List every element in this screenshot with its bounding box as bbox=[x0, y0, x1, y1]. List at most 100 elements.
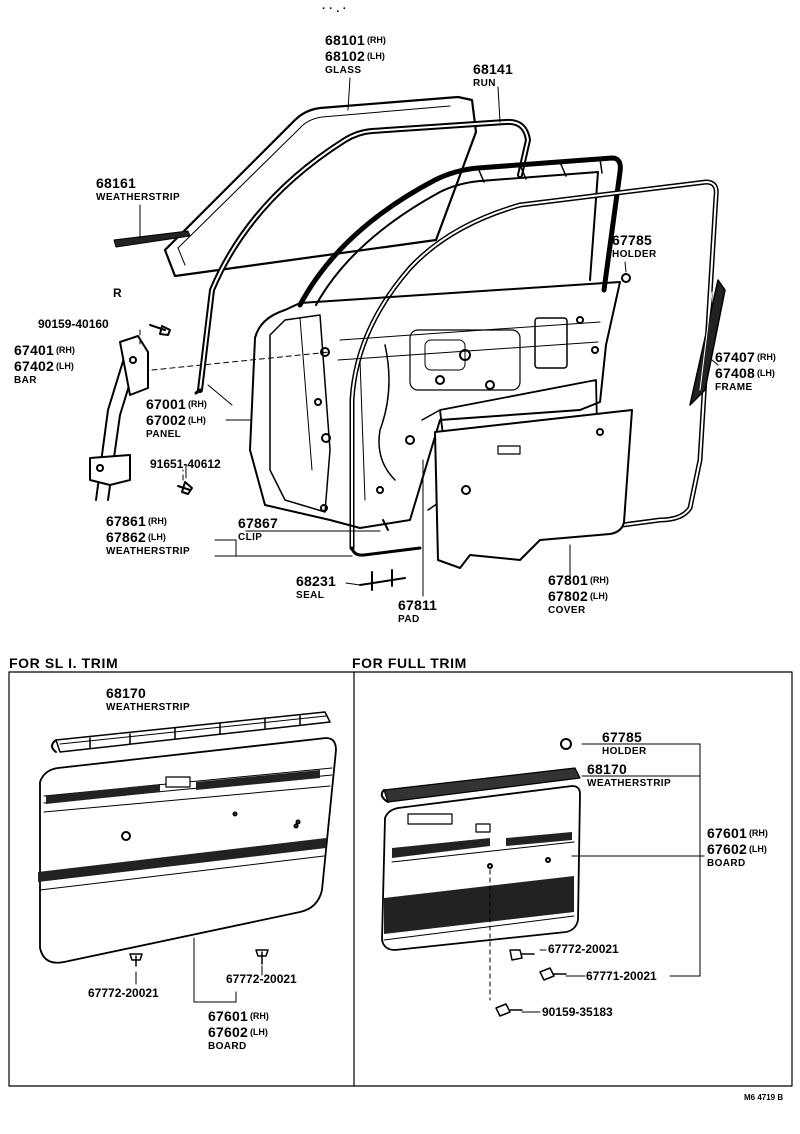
split-board-name: BOARD bbox=[208, 1041, 247, 1052]
seal-number: 68231 bbox=[296, 573, 336, 589]
top-edge-mark: · · . · bbox=[322, 3, 347, 15]
label-full-board: 67601(RH) 67602(LH) BOARD bbox=[707, 826, 768, 869]
frame-shape bbox=[689, 279, 726, 406]
run-channel-shape bbox=[194, 118, 531, 395]
glass-rh-tag: (RH) bbox=[366, 35, 386, 45]
split-board-lh-number: 67602 bbox=[208, 1024, 248, 1040]
panel-rh-tag: (RH) bbox=[187, 399, 207, 409]
weatherstrip-door-lh-tag: (LH) bbox=[147, 532, 166, 542]
door-window-frame-shape bbox=[297, 155, 623, 308]
label-full-screw-b: 67771-20021 bbox=[586, 969, 657, 983]
split-weatherstrip-name: WEATHERSTRIP bbox=[106, 702, 191, 713]
cover-rh-number: 67801 bbox=[548, 572, 588, 588]
holder-number: 67785 bbox=[612, 232, 652, 248]
label-seal: 68231 SEAL bbox=[296, 574, 336, 601]
split-board-rh-tag: (RH) bbox=[249, 1011, 269, 1021]
full-holder-number: 67785 bbox=[602, 729, 642, 745]
bar-rh-tag: (RH) bbox=[55, 345, 75, 355]
full-board-lh-number: 67602 bbox=[707, 841, 747, 857]
weatherstrip-door-rh-tag: (RH) bbox=[147, 516, 167, 526]
full-weatherstrip-shape bbox=[380, 738, 581, 803]
full-holder-name: HOLDER bbox=[602, 746, 647, 757]
clip-number: 67867 bbox=[238, 515, 278, 531]
panel-lh-tag: (LH) bbox=[187, 415, 206, 425]
full-board-rh-tag: (RH) bbox=[748, 828, 768, 838]
label-frame: 67407(RH) 67408(LH) FRAME bbox=[715, 350, 776, 393]
panel-lh-number: 67002 bbox=[146, 412, 186, 428]
split-weatherstrip-number: 68170 bbox=[106, 685, 146, 701]
cover-lh-tag: (LH) bbox=[589, 591, 608, 601]
section-frames bbox=[8, 671, 793, 1087]
frame-lh-tag: (LH) bbox=[756, 368, 775, 378]
run-name: RUN bbox=[473, 78, 496, 89]
dashed-guide-lines bbox=[139, 329, 331, 481]
label-weatherstrip-door: 67861(RH) 67862(LH) WEATHERSTRIP bbox=[106, 514, 190, 557]
split-fasteners bbox=[129, 937, 269, 1003]
label-full-screw-c: 90159-35183 bbox=[542, 1005, 613, 1019]
leader-lines bbox=[139, 77, 719, 597]
label-pad: 67811 PAD bbox=[398, 598, 437, 625]
full-board-name: BOARD bbox=[707, 858, 746, 869]
glass-shape bbox=[163, 95, 478, 278]
full-weatherstrip-number: 68170 bbox=[587, 761, 627, 777]
seal-shape bbox=[359, 569, 406, 591]
small-fasteners bbox=[149, 273, 631, 531]
label-full-weatherstrip: 68170 WEATHERSTRIP bbox=[587, 762, 671, 789]
split-board-shape bbox=[38, 737, 337, 964]
cover-name: COVER bbox=[548, 605, 586, 616]
frame-rh-tag: (RH) bbox=[756, 352, 776, 362]
label-bar: 67401(RH) 67402(LH) BAR bbox=[14, 343, 75, 386]
glass-lh-tag: (LH) bbox=[366, 51, 385, 61]
label-split-screw-left: 67772-20021 bbox=[88, 986, 159, 1000]
frame-lh-number: 67408 bbox=[715, 365, 755, 381]
panel-rh-number: 67001 bbox=[146, 396, 186, 412]
full-trim-title: FOR FULL TRIM bbox=[352, 655, 467, 671]
label-full-holder: 67785 HOLDER bbox=[602, 730, 647, 757]
label-run: 68141 RUN bbox=[473, 62, 513, 89]
weatherstrip-door-name: WEATHERSTRIP bbox=[106, 546, 191, 557]
label-split-screw-right: 67772-20021 bbox=[226, 972, 297, 986]
bar-name: BAR bbox=[14, 375, 37, 386]
label-full-screw-a: 67772-20021 bbox=[548, 942, 619, 956]
label-bolt-a: 90159-40160 bbox=[38, 317, 109, 331]
pad-name: PAD bbox=[398, 614, 420, 625]
run-number: 68141 bbox=[473, 61, 513, 77]
bar-lh-tag: (LH) bbox=[55, 361, 74, 371]
door-panel-shape bbox=[249, 281, 621, 529]
full-board-lh-tag: (LH) bbox=[748, 844, 767, 854]
holder-name: HOLDER bbox=[612, 249, 657, 260]
full-weatherstrip-name: WEATHERSTRIP bbox=[587, 778, 672, 789]
weatherstrip-top-name: WEATHERSTRIP bbox=[96, 192, 181, 203]
frame-name: FRAME bbox=[715, 382, 753, 393]
panel-name: PANEL bbox=[146, 429, 182, 440]
side-marker: R bbox=[113, 286, 122, 300]
bar-rh-number: 67401 bbox=[14, 342, 54, 358]
top-weatherstrip-shape bbox=[113, 230, 191, 248]
reference-code: M6 4719 B bbox=[744, 1093, 784, 1102]
weatherstrip-door-rh-number: 67861 bbox=[106, 513, 146, 529]
label-panel: 67001(RH) 67002(LH) PANEL bbox=[146, 397, 207, 440]
full-board-shape bbox=[381, 785, 581, 951]
split-board-lh-tag: (LH) bbox=[249, 1027, 268, 1037]
label-split-board: 67601(RH) 67602(LH) BOARD bbox=[208, 1009, 269, 1052]
cover-lh-number: 67802 bbox=[548, 588, 588, 604]
seal-name: SEAL bbox=[296, 590, 325, 601]
frame-rh-number: 67407 bbox=[715, 349, 755, 365]
glass-name: GLASS bbox=[325, 65, 362, 76]
cover-rh-tag: (RH) bbox=[589, 575, 609, 585]
door-weatherstrip-shape bbox=[349, 179, 719, 557]
bar-shape bbox=[89, 335, 149, 501]
full-board-rh-number: 67601 bbox=[707, 825, 747, 841]
label-weatherstrip-top: 68161 WEATHERSTRIP bbox=[96, 176, 180, 203]
bar-lh-number: 67402 bbox=[14, 358, 54, 374]
split-weatherstrip-shape bbox=[51, 711, 331, 753]
label-cover: 67801(RH) 67802(LH) COVER bbox=[548, 573, 609, 616]
weatherstrip-door-lh-number: 67862 bbox=[106, 529, 146, 545]
label-glass: 68101(RH) 68102(LH) GLASS bbox=[325, 33, 386, 76]
clip-name: CLIP bbox=[238, 532, 263, 543]
split-board-rh-number: 67601 bbox=[208, 1008, 248, 1024]
split-trim-title: FOR SL I. TRIM bbox=[9, 655, 119, 671]
label-split-weatherstrip: 68170 WEATHERSTRIP bbox=[106, 686, 190, 713]
